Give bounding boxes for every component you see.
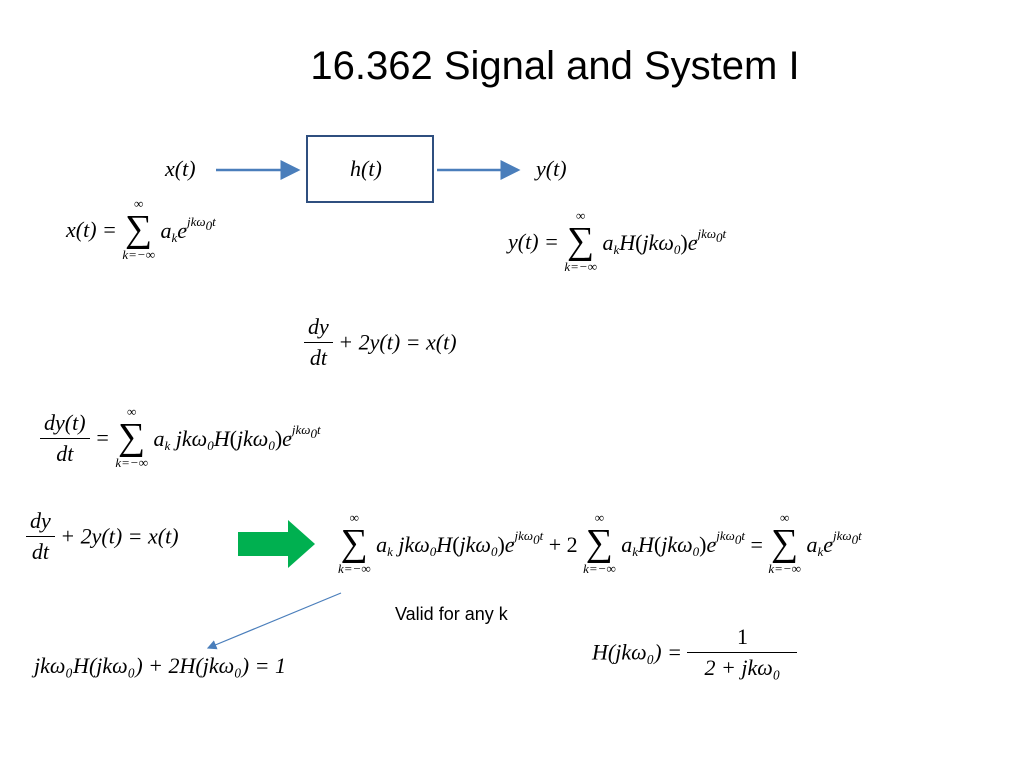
valid-note: Valid for any k	[395, 604, 508, 624]
input-series-equation: x(t) = ∞∑k=−∞ akejkω0t	[66, 196, 216, 262]
system-box	[306, 135, 434, 203]
slide-title: 16.362 Signal and System I	[310, 44, 800, 88]
implies-arrow-icon	[238, 520, 315, 568]
system-label: h(t)	[350, 156, 382, 181]
output-series-equation: y(t) = ∞∑k=−∞ akH(jkω0)ejkω0t	[508, 208, 727, 274]
derivative-series-equation: dy(t)dt = ∞∑k=−∞ ak jkω0H(jkω0)ejkω0t	[40, 405, 321, 470]
output-signal-label: y(t)	[536, 156, 567, 181]
final-relation-equation: jkω₀H(jkω₀) + 2H(jkω₀) = 1	[34, 653, 286, 678]
pointer-arrow	[206, 592, 342, 650]
substituted-equation: ∞∑k=−∞ ak jkω0H(jkω0)ejkω0t + 2 ∞∑k=−∞ a…	[338, 510, 862, 576]
input-signal-label: x(t)	[165, 156, 196, 181]
